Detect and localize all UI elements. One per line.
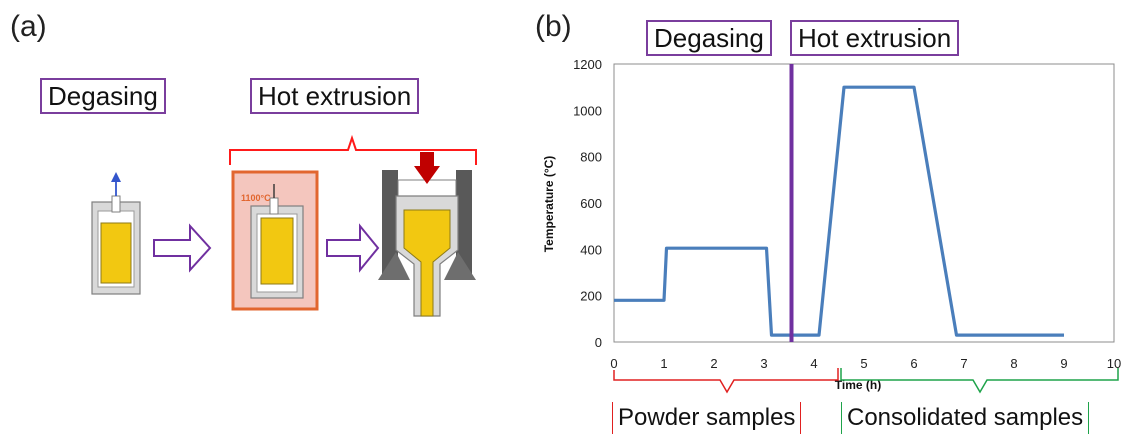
furnace-temperature-label: 1100°C: [241, 193, 271, 203]
consolidated-samples-label: Consolidated samples: [841, 402, 1090, 434]
y-tick-label: 1000: [573, 103, 602, 118]
temperature-series-line: [614, 85, 1064, 337]
process-arrow-2: [326, 223, 380, 273]
chart-degasing-label: Degasing: [646, 20, 772, 56]
x-axis-title: Time (h): [835, 378, 881, 392]
consolidated-samples-brace: [840, 368, 1119, 394]
degasing-box-label: Degasing: [40, 78, 166, 114]
y-tick-label: 200: [580, 289, 602, 304]
x-tick-label: 8: [1010, 356, 1017, 371]
hot-extrusion-box-label: Hot extrusion: [250, 78, 420, 114]
y-axis-title: Temperature (°C): [542, 156, 556, 253]
plot-area: [613, 63, 1115, 343]
x-tick-label: 6: [910, 356, 917, 371]
panel-a-label: (a): [10, 10, 47, 43]
chart-hot-extrusion-label: Hot extrusion: [790, 20, 960, 56]
process-schematic: [91, 134, 477, 317]
x-tick-label: 0: [610, 356, 617, 371]
x-tick-label: 10: [1107, 356, 1121, 371]
y-tick-label: 800: [580, 150, 602, 165]
x-tick-label: 4: [810, 356, 817, 371]
degasing-capsule: [91, 172, 141, 295]
powder-samples-label: Powder samples: [612, 402, 802, 434]
y-tick-label: 0: [595, 335, 602, 350]
x-tick-label: 1: [660, 356, 667, 371]
process-arrow-1: [153, 223, 212, 273]
y-tick-label: 1200: [573, 57, 602, 72]
y-tick-label: 600: [580, 196, 602, 211]
hot-extrusion-brace: [229, 134, 477, 165]
powder-samples-brace: [613, 368, 839, 394]
x-tick-label: 3: [760, 356, 767, 371]
x-tick-label: 9: [1060, 356, 1067, 371]
extrusion-die: [378, 152, 476, 317]
x-tick-label: 7: [960, 356, 967, 371]
panel-b-label: (b): [535, 10, 572, 43]
x-tick-label: 5: [860, 356, 867, 371]
x-tick-label: 2: [710, 356, 717, 371]
y-tick-label: 400: [580, 242, 602, 257]
furnace: [231, 170, 319, 311]
